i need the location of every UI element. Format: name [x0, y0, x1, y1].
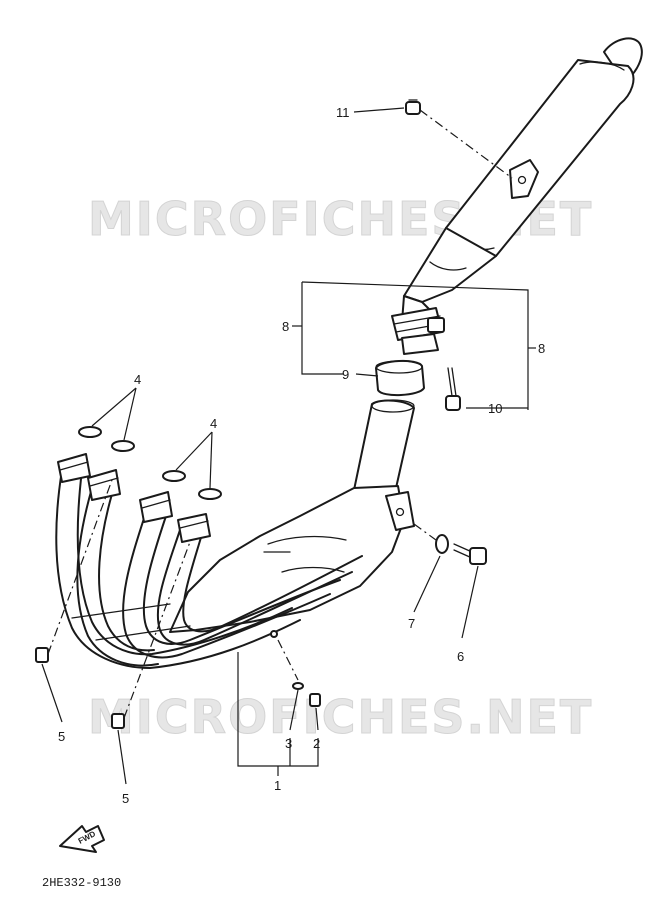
callout-11: 11 [336, 105, 350, 120]
gaskets-4 [78, 426, 222, 500]
gasket-ring [375, 360, 425, 396]
muffler-mount-bolt [405, 99, 421, 115]
callout-6: 6 [457, 649, 464, 664]
fwd-arrow: FWD [59, 825, 105, 853]
callout-4-right: 4 [210, 416, 217, 431]
callout-2: 2 [313, 736, 320, 751]
callout-8-left: 8 [282, 319, 289, 334]
plugs-5 [35, 647, 125, 729]
callout-5-right: 5 [122, 791, 129, 806]
part-3-piece [292, 682, 304, 690]
bolt-6 [453, 543, 487, 565]
watermark-bottom: MICROFICHES.NET [88, 690, 593, 744]
callout-4-left: 4 [134, 372, 141, 387]
callout-9: 9 [342, 367, 349, 382]
washer-7 [435, 534, 449, 554]
callout-5-left: 5 [58, 729, 65, 744]
exhaust-header [55, 399, 415, 669]
callout-labels: 11 8 8 9 10 4 4 5 5 7 6 3 2 1 [58, 105, 545, 806]
part-2-piece [309, 693, 321, 707]
callout-8-right: 8 [538, 341, 545, 356]
muffler [401, 37, 643, 323]
leader-lines [41, 107, 536, 785]
callout-3: 3 [285, 736, 292, 751]
clamp-bolt [445, 367, 461, 411]
diagram-code: 2HE332-9130 [42, 876, 121, 890]
callout-7: 7 [408, 616, 415, 631]
callout-1: 1 [274, 778, 281, 793]
callout-10: 10 [488, 401, 502, 416]
muffler-clamp [391, 307, 445, 355]
